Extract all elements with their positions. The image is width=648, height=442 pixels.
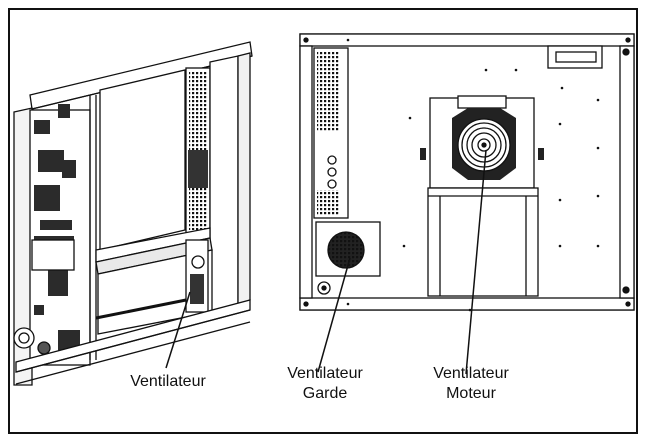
right-cabinet <box>299 33 635 375</box>
right-vent-grille-lower <box>317 190 339 216</box>
moteur-leader-line <box>465 149 487 375</box>
label-moteur-line2: Moteur <box>446 385 496 402</box>
label-garde-line1: Ventilateur <box>287 365 363 382</box>
garde-leader-line <box>317 257 351 373</box>
label-ventilateur-moteur: Ventilateur Moteur <box>416 364 526 404</box>
label-ventilateur: Ventilateur <box>108 372 228 392</box>
rivet-dots <box>346 38 600 312</box>
label-garde-line2: Garde <box>302 385 348 402</box>
right-vent-grille-upper <box>317 52 339 132</box>
label-ventilateur-text: Ventilateur <box>130 373 206 390</box>
ventilateur-leader-line <box>165 291 191 369</box>
left-component-stack <box>34 104 80 352</box>
label-moteur-line1: Ventilateur <box>433 365 509 382</box>
label-ventilateur-garde: Ventilateur Garde <box>270 364 380 404</box>
left-cabinet <box>13 41 253 386</box>
